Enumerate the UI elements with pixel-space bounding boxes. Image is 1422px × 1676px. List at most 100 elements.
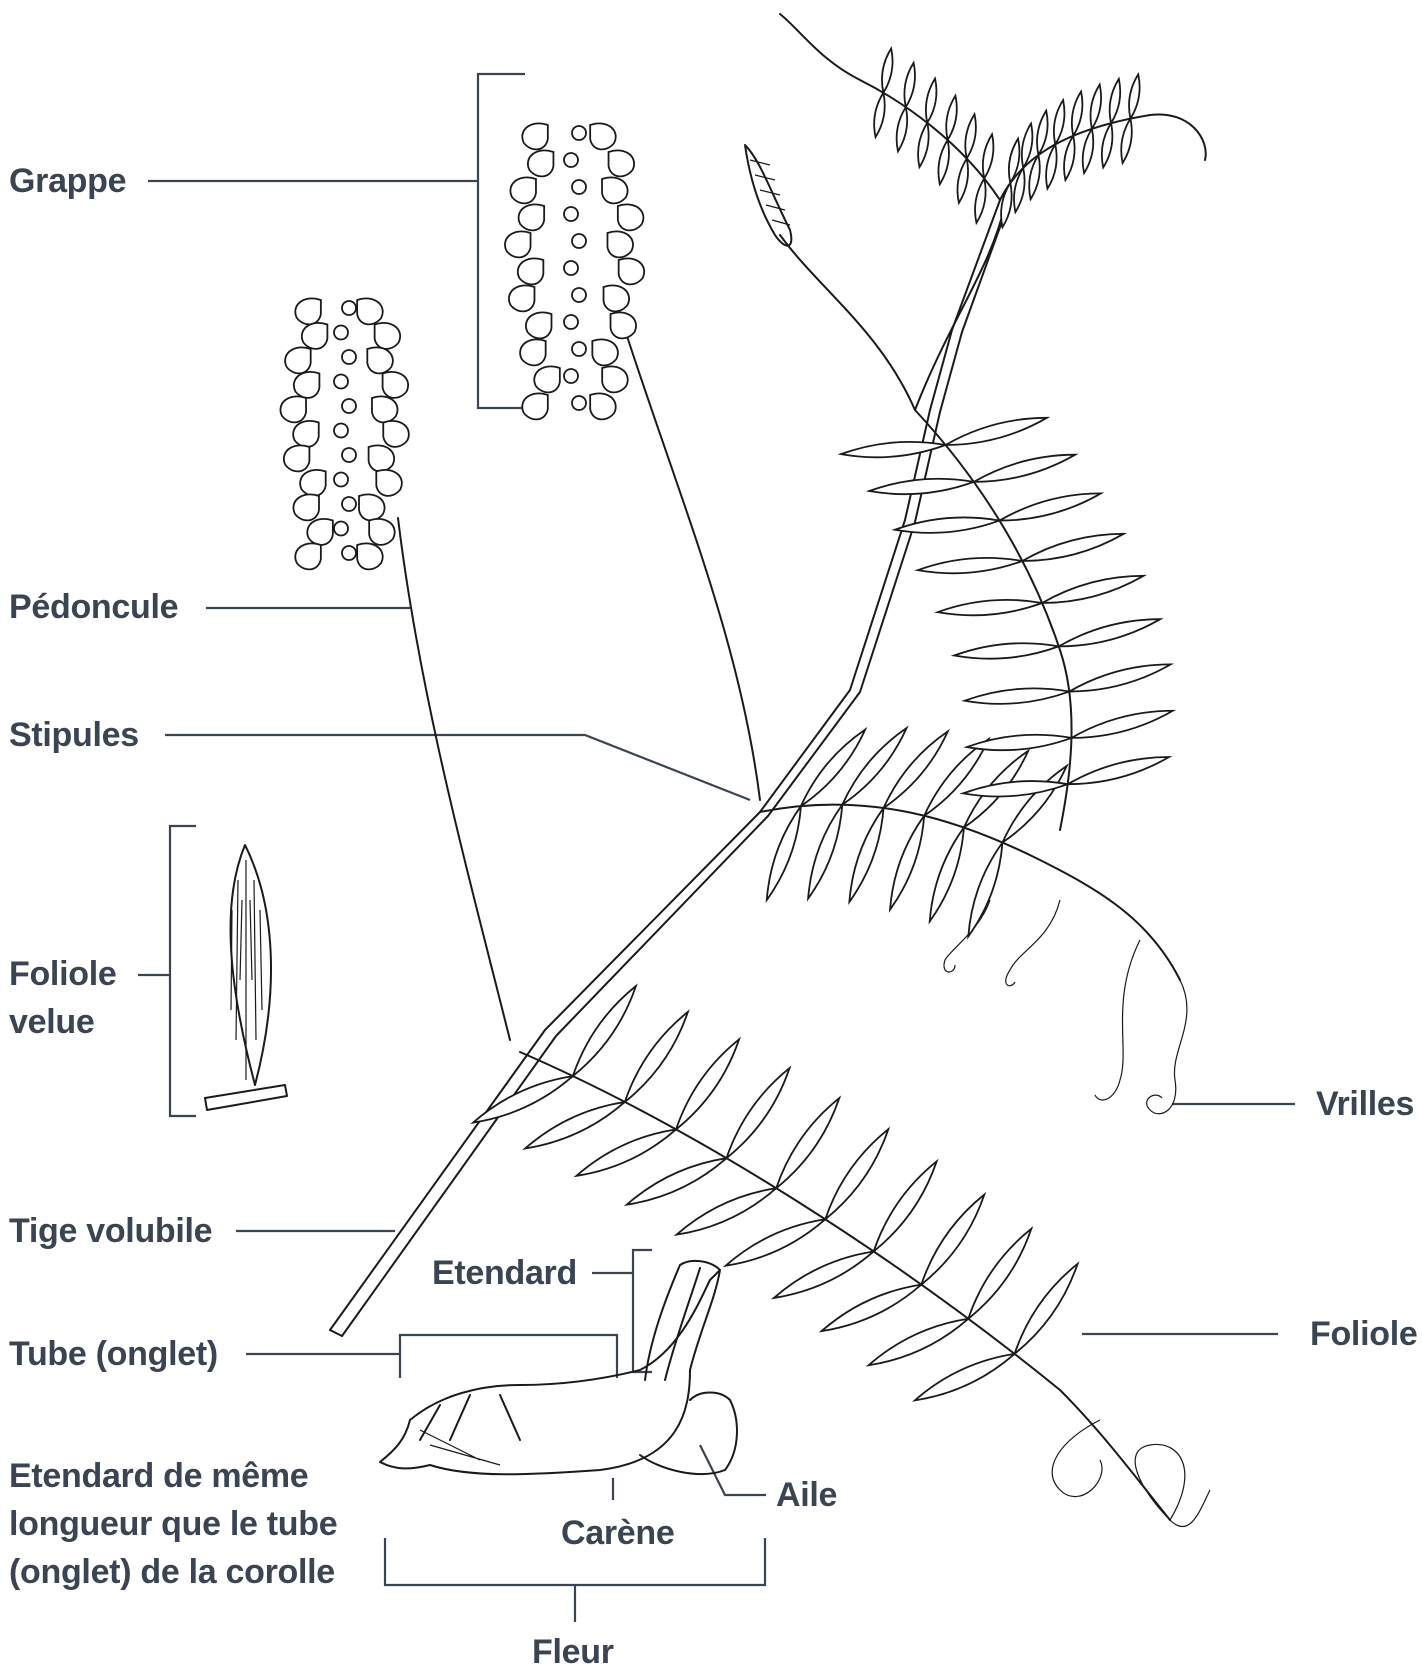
raceme-flower xyxy=(520,339,546,365)
raceme-flower-bud xyxy=(334,522,348,536)
leaflet xyxy=(767,806,801,900)
raceme-flower xyxy=(602,177,628,203)
leaflet xyxy=(938,140,949,184)
leaflet xyxy=(822,1285,922,1331)
raceme-right xyxy=(505,123,644,419)
leaflet xyxy=(726,1068,789,1158)
leaflet xyxy=(627,1158,727,1204)
leaflet xyxy=(808,805,842,899)
label-etendard-note-line3: (onglet) de la corolle xyxy=(9,1548,337,1596)
leaflet xyxy=(625,1012,688,1102)
label-tige-volubile: Tige volubile xyxy=(9,1207,212,1255)
label-foliole-velue: Foliole velue xyxy=(9,950,116,1046)
label-vrilles: Vrilles xyxy=(1316,1080,1414,1128)
raceme-flower-bud xyxy=(572,126,586,140)
leaflet xyxy=(895,517,1000,532)
label-pedoncule: Pédoncule xyxy=(9,583,178,631)
raceme-flower xyxy=(383,421,409,447)
leaflet xyxy=(1129,74,1140,118)
raceme-flower xyxy=(293,421,319,447)
raceme-flower-bud xyxy=(334,375,348,389)
leaflet xyxy=(965,688,1070,703)
main-stem xyxy=(330,200,1000,1330)
raceme-flower-bud xyxy=(334,326,348,340)
leaflet xyxy=(983,134,994,178)
label-fleur: Fleur xyxy=(532,1628,614,1676)
raceme-flower xyxy=(534,366,560,392)
raceme-flower-bud xyxy=(572,342,586,356)
raceme-flower xyxy=(592,339,618,365)
raceme-flower xyxy=(619,258,645,284)
rachis-lower xyxy=(520,1052,1170,1520)
leaflet xyxy=(930,827,964,921)
leaflet xyxy=(974,455,1075,482)
raceme-flower-bud xyxy=(572,396,586,410)
raceme-flower xyxy=(602,366,628,392)
leaflet xyxy=(874,1161,937,1251)
peduncle-right xyxy=(625,330,760,800)
leaflet xyxy=(968,842,1002,936)
leaflet xyxy=(825,1129,888,1219)
label-grappe: Grappe xyxy=(9,157,126,205)
raceme-flower xyxy=(607,231,633,257)
raceme-flower xyxy=(518,258,544,284)
raceme-flower xyxy=(618,204,644,230)
leaflet xyxy=(918,558,1023,573)
coiled-bud xyxy=(745,145,791,246)
label-etendard-note: Etendard de même longueur que le tube (o… xyxy=(9,1452,337,1596)
leaflet xyxy=(869,1319,969,1365)
leaflet xyxy=(1121,119,1132,163)
raceme-flower-bud xyxy=(564,315,578,329)
leaflet xyxy=(921,1195,984,1285)
leaflet xyxy=(849,808,883,902)
raceme-flower xyxy=(590,393,616,419)
raceme-flower xyxy=(604,285,630,311)
label-stipules: Stipules xyxy=(9,711,139,759)
raceme-flower-bud xyxy=(334,424,348,438)
leaflet xyxy=(573,986,636,1076)
leaflet xyxy=(576,1129,676,1175)
leaflet xyxy=(999,493,1100,520)
leaflet xyxy=(774,1251,874,1297)
leaflet xyxy=(676,1039,739,1129)
raceme-flower xyxy=(522,123,548,149)
raceme-flower xyxy=(526,312,552,338)
label-foliole-velue-line2: velue xyxy=(9,998,116,1046)
leaflet xyxy=(967,735,1072,750)
leaflet xyxy=(957,159,968,203)
raceme-flower-bud xyxy=(334,473,348,487)
raceme-flower-bud xyxy=(564,153,578,167)
leaflet xyxy=(1046,144,1057,188)
leaflets xyxy=(473,48,1173,1400)
raceme-flower xyxy=(294,372,320,398)
raceme-flower-bud xyxy=(342,497,356,511)
leaflet xyxy=(975,179,986,223)
label-etendard-note-line1: Etendard de même xyxy=(9,1452,337,1500)
leaflet xyxy=(946,96,957,140)
leaflet xyxy=(1064,136,1075,180)
leaflet xyxy=(1091,85,1102,129)
leaflet xyxy=(938,600,1043,615)
raceme-flower xyxy=(369,445,395,471)
raceme-flower xyxy=(359,494,385,520)
raceme-flower xyxy=(590,123,616,149)
leaflet xyxy=(897,107,908,151)
leaflet xyxy=(918,123,929,167)
raceme-flower xyxy=(369,519,395,545)
raceme-flower xyxy=(284,445,310,471)
raceme-flower xyxy=(510,177,536,203)
raceme-flower-bud xyxy=(564,261,578,275)
flower-tube xyxy=(380,1270,720,1474)
raceme-left xyxy=(280,298,408,569)
leaflet xyxy=(1110,79,1121,123)
raceme-flower xyxy=(522,393,548,419)
raceme-flower-bud xyxy=(572,288,586,302)
raceme-flower-bud xyxy=(342,448,356,462)
leaflet xyxy=(926,79,937,123)
leaflet xyxy=(1059,619,1160,646)
leaflet xyxy=(890,816,924,910)
label-aile: Aile xyxy=(776,1471,837,1519)
raceme-flower xyxy=(357,543,383,569)
raceme-flower-bud xyxy=(564,207,578,221)
